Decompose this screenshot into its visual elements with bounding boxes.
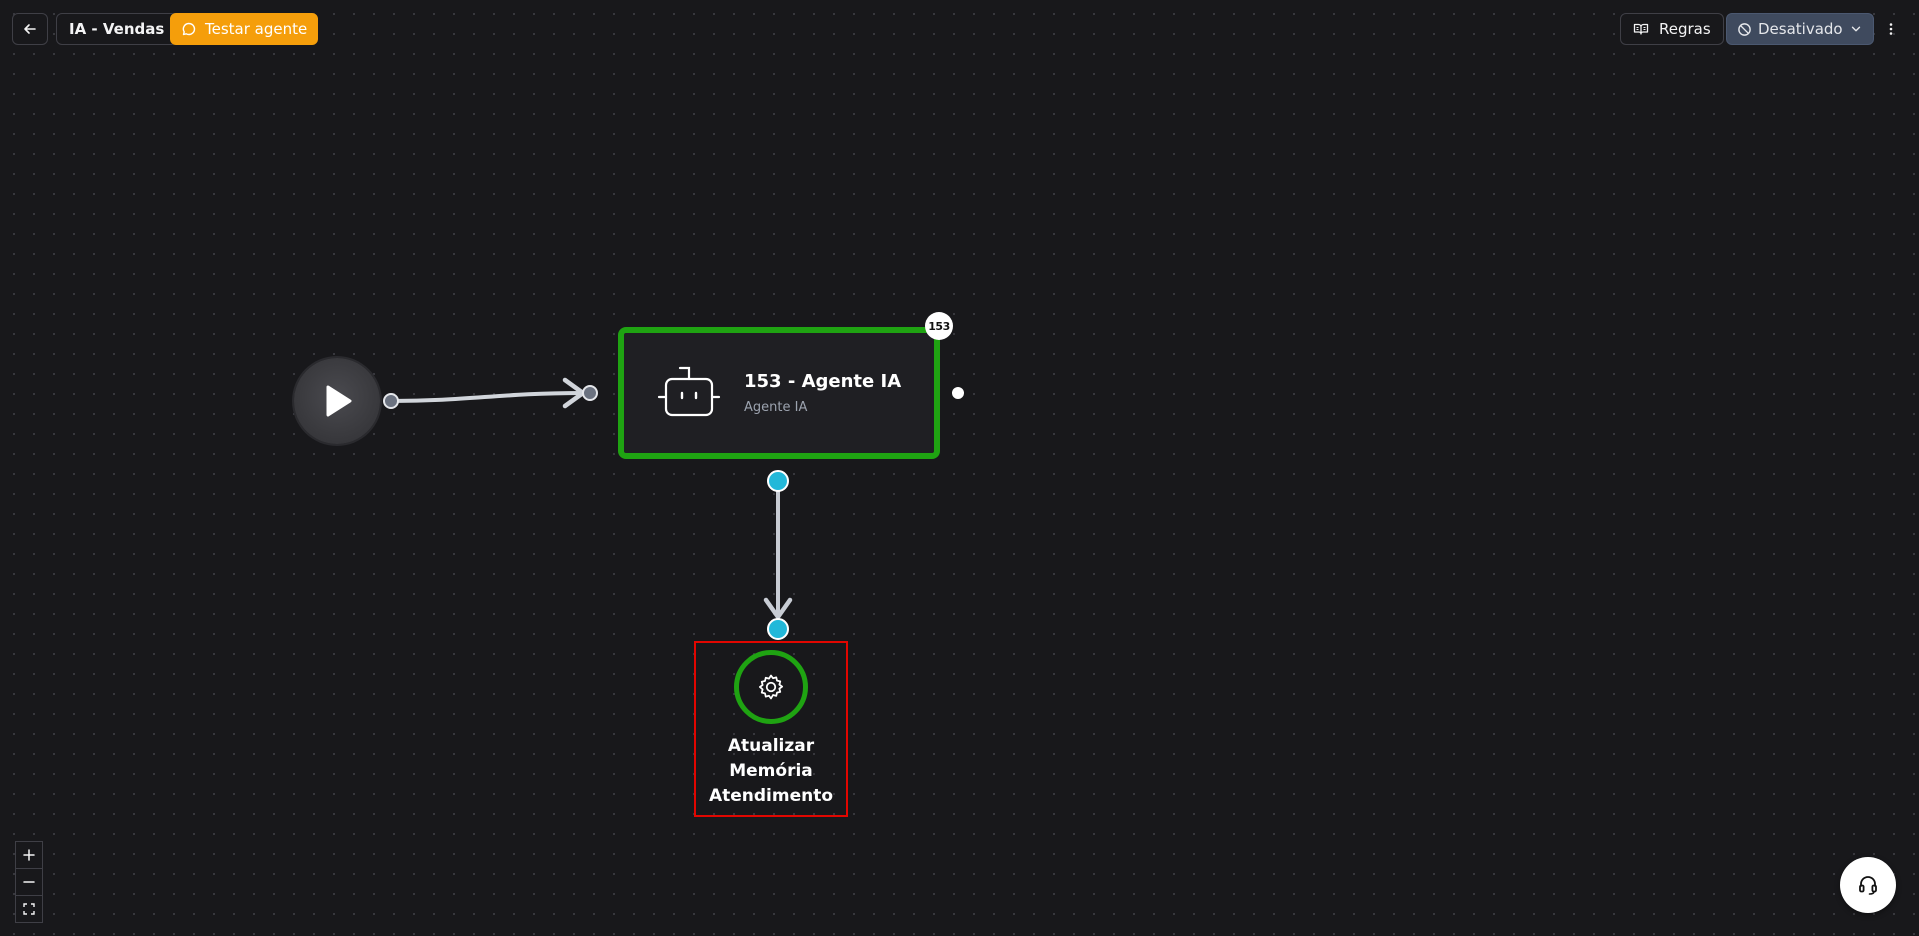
agent-node[interactable]: 153 - Agente IA Agente IA [618,327,940,459]
headset-icon [1859,876,1877,895]
robot-icon [657,366,721,417]
memory-node[interactable]: Atualizar Memória Atendimento [694,641,848,817]
agent-input-handle[interactable] [582,385,598,401]
arrow-left-icon [24,24,36,34]
back-button[interactable] [12,13,48,45]
minus-icon [23,881,35,883]
zoom-controls [15,841,43,923]
rules-button[interactable]: Regras [1620,13,1724,45]
robot-icon-wrap [656,363,722,423]
more-menu-button[interactable] [1875,13,1907,45]
plus-icon [23,849,35,861]
flow-name-button[interactable]: IA - Vendas [56,13,178,45]
support-button[interactable] [1840,857,1896,913]
memory-node-circle [734,650,808,724]
gear-icon [759,674,783,700]
chat-bubble-icon [182,22,196,36]
chevron-down-icon [1851,26,1860,32]
agent-node-badge: 153 [925,312,953,340]
rules-label: Regras [1659,20,1711,38]
test-agent-label: Testar agente [205,20,308,38]
play-icon [326,385,352,417]
fit-view-button[interactable] [16,896,42,922]
agent-node-title: 153 - Agente IA [744,371,902,392]
status-label: Desativado [1758,20,1843,38]
memory-input-handle[interactable] [767,618,789,640]
zoom-in-button[interactable] [16,842,42,869]
more-vertical-icon [1889,23,1893,35]
agent-output-handle[interactable] [950,385,966,401]
status-dropdown[interactable]: Desativado [1726,13,1874,45]
agent-node-subtitle: Agente IA [744,400,808,415]
ban-icon [1738,22,1751,36]
book-open-icon [1633,23,1649,35]
flow-name-label: IA - Vendas [69,20,165,38]
test-agent-button[interactable]: Testar agente [170,13,319,45]
fit-view-icon [23,903,35,915]
start-output-handle[interactable] [383,393,399,409]
memory-node-label: Atualizar Memória Atendimento [708,736,834,806]
start-node[interactable] [294,358,380,444]
agent-bottom-handle[interactable] [767,470,789,492]
zoom-out-button[interactable] [16,869,42,896]
